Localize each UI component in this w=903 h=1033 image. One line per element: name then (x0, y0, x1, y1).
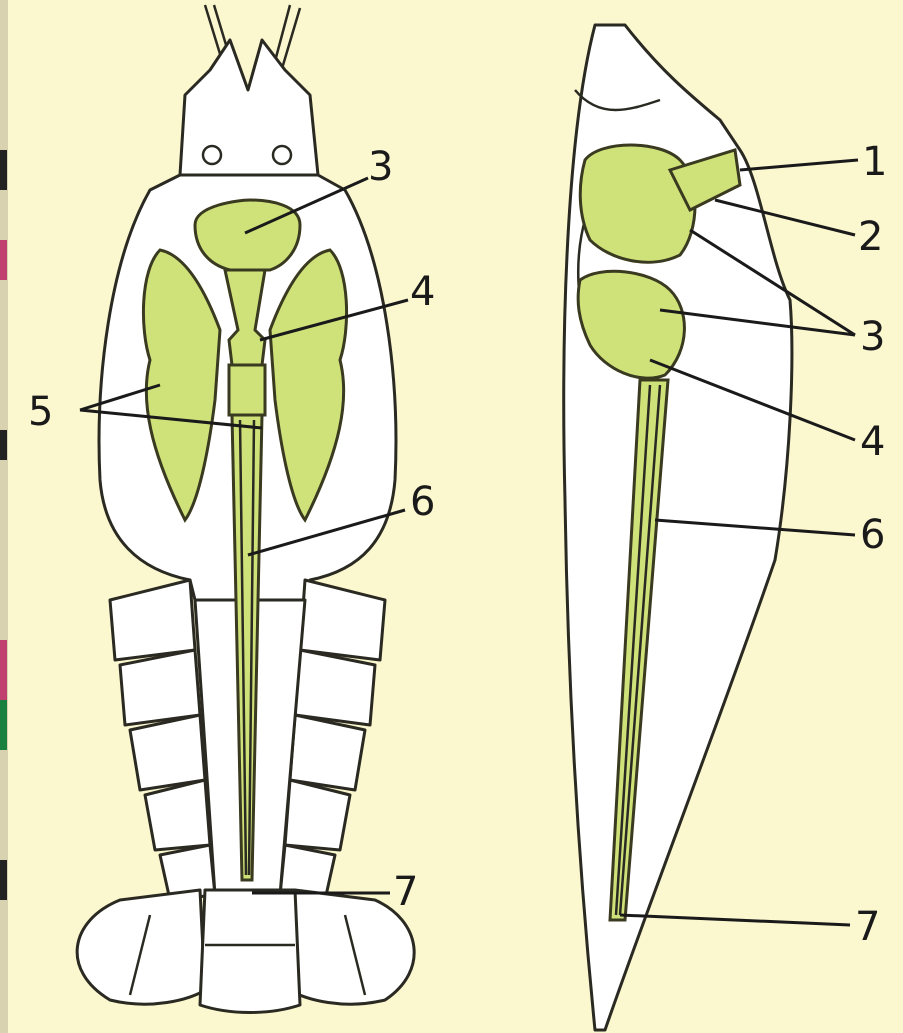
label-left-7: 7 (393, 869, 418, 915)
dorsal-view-diagram (77, 5, 414, 1013)
stomach-organ (195, 200, 300, 270)
label-right-3: 3 (860, 314, 885, 360)
label-right-7: 7 (855, 904, 880, 950)
label-left-6: 6 (410, 479, 435, 525)
label-right-1: 1 (862, 139, 887, 185)
lateral-view-diagram (564, 25, 858, 1030)
lateral-brain (580, 145, 695, 262)
tail-fan (77, 890, 414, 1013)
left-eye (203, 146, 221, 164)
midgut-section (229, 365, 265, 415)
label-left-5: 5 (28, 389, 53, 435)
label-right-6: 6 (860, 512, 885, 558)
head (180, 40, 318, 175)
label-right-4: 4 (860, 419, 885, 465)
label-left-3: 3 (368, 144, 393, 190)
label-left-4: 4 (410, 269, 435, 315)
right-eye (273, 146, 291, 164)
label-right-2: 2 (858, 214, 883, 260)
